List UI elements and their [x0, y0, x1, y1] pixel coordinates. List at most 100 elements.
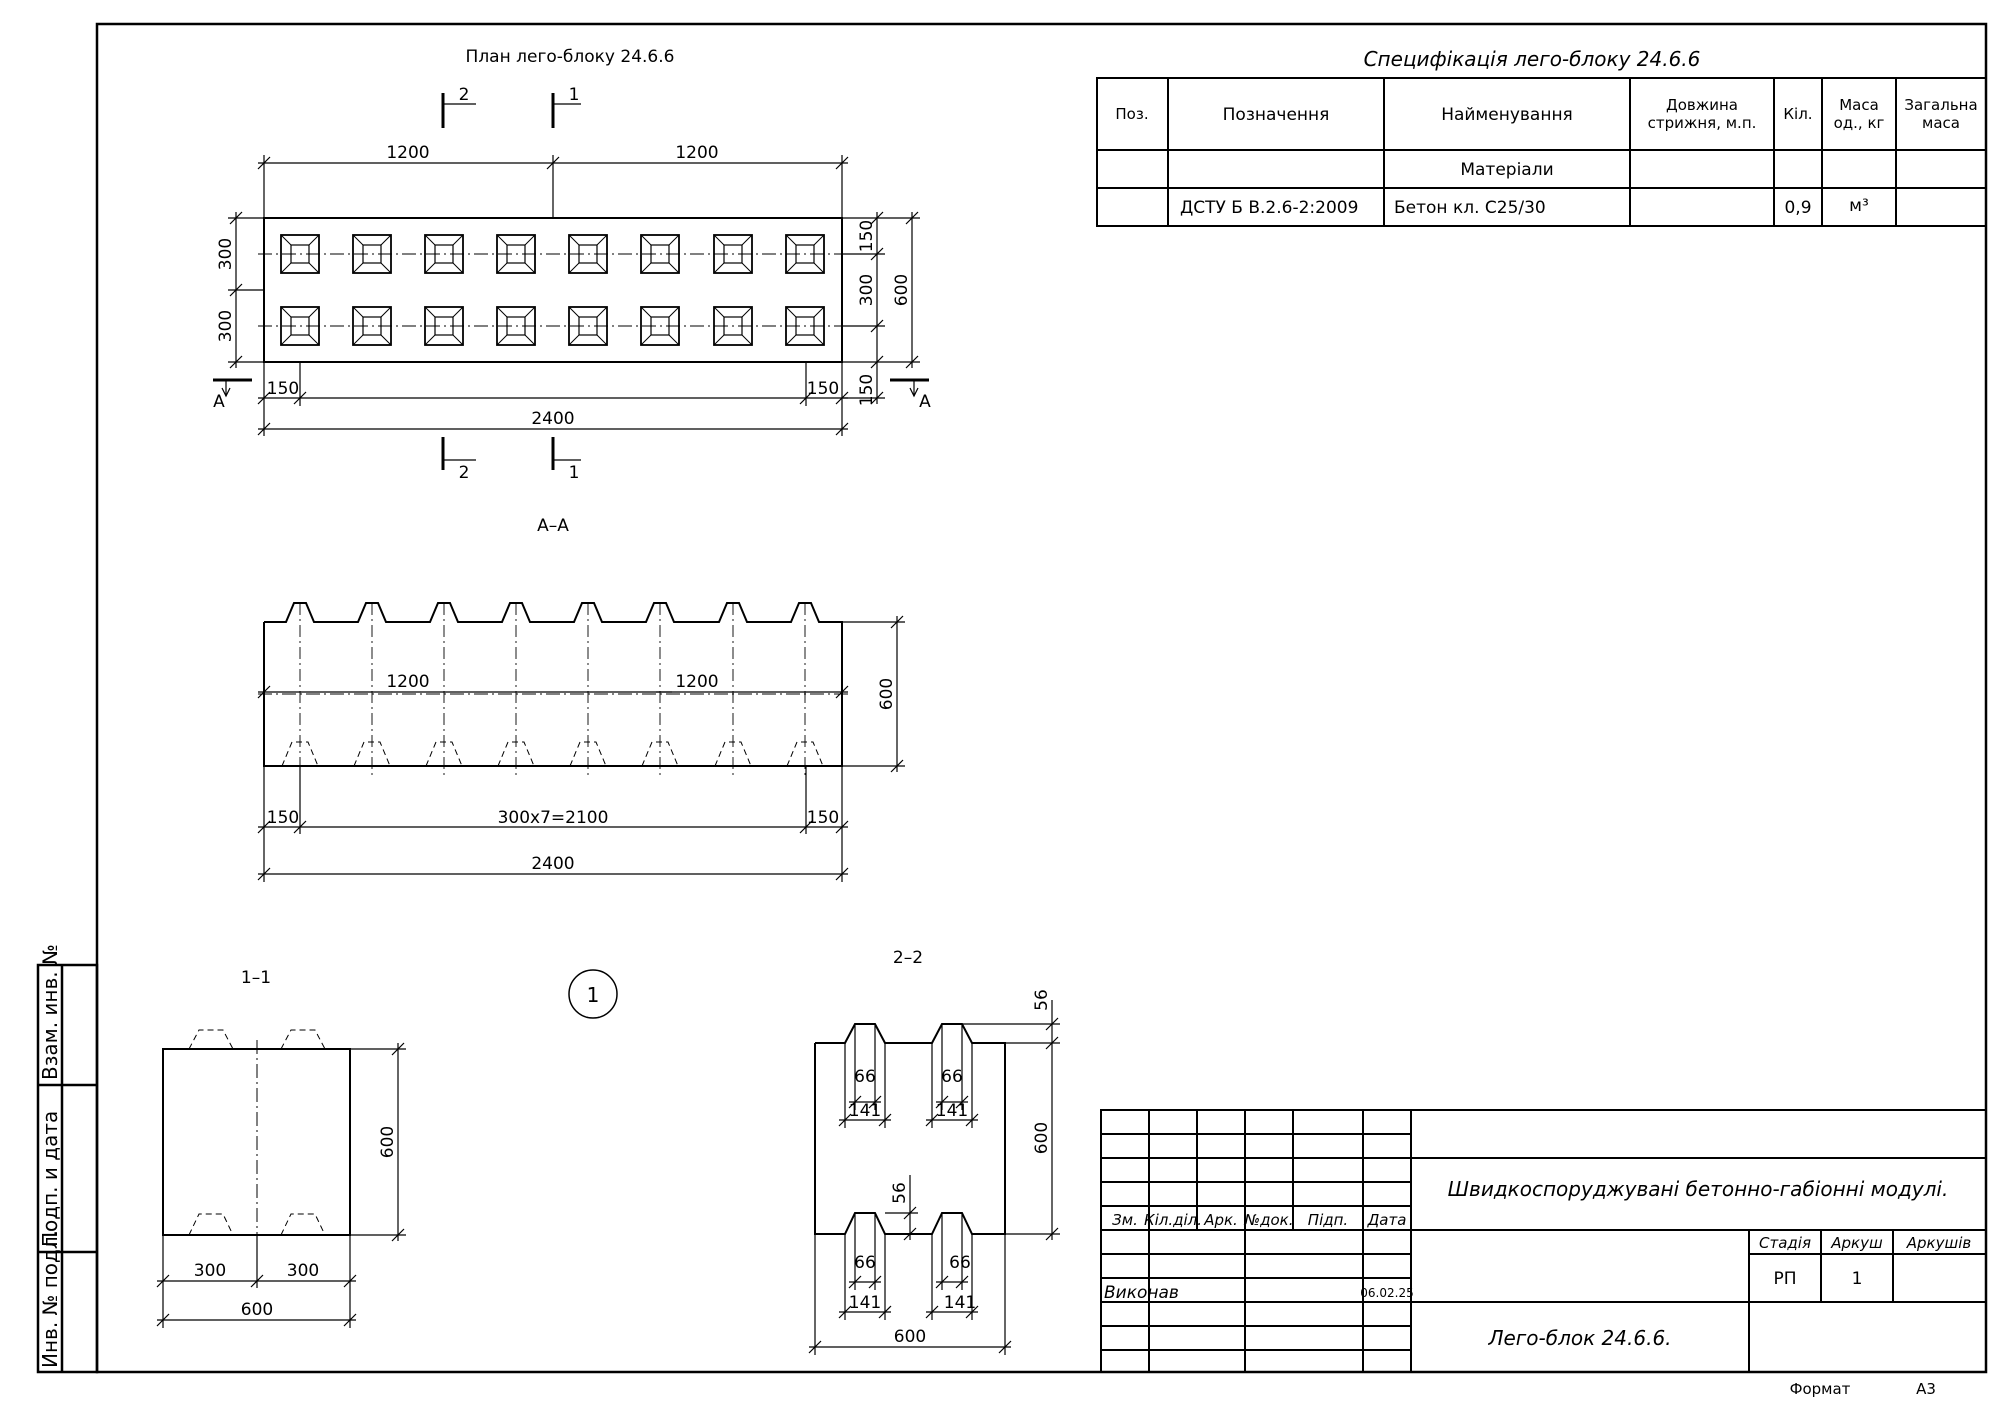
cut-mark-1-top: [551, 93, 581, 128]
spec-header-mass-1: Маса: [1839, 96, 1879, 114]
section-aa-dim-150-left: 150: [267, 808, 299, 828]
title-col-doc: №док.: [1244, 1211, 1294, 1229]
spec-section-label: Матеріали: [1460, 160, 1553, 180]
spec-header-length-2: стрижня, м.п.: [1648, 114, 1757, 132]
section-22-dim-66-c: 66: [854, 1253, 876, 1273]
cut-label-2-top: 2: [459, 85, 470, 105]
cut-label-1-top: 1: [569, 85, 580, 105]
title-col-sign: Підп.: [1308, 1211, 1348, 1229]
format-value: А3: [1916, 1380, 1936, 1398]
spec-header-total-2: маса: [1922, 114, 1960, 132]
section-22-dim-141-b: 141: [936, 1101, 968, 1121]
title-sheet: 1: [1852, 1269, 1863, 1289]
section-22-dim-141-c: 141: [849, 1293, 881, 1313]
section-aa-dim-1200-left: 1200: [386, 672, 429, 692]
section-22-dim-600-h: 600: [894, 1327, 926, 1347]
spec-header-qty: Кіл.: [1783, 105, 1812, 123]
section-aa-dim-600: 600: [877, 678, 897, 710]
spec-row-qty: 0,9: [1784, 198, 1811, 218]
section-aa-dim-1200-right: 1200: [675, 672, 718, 692]
cut-mark-a-left: [213, 378, 252, 398]
plan-stud: [496, 306, 536, 346]
cut-label-1-bottom: 1: [569, 463, 580, 483]
section-aa-dim-2100: 300x7=2100: [498, 808, 609, 828]
plan-stud: [640, 234, 680, 274]
plan-stud: [713, 306, 753, 346]
section-11-dim-600-v: 600: [378, 1126, 398, 1158]
title-col-date: Дата: [1367, 1211, 1407, 1229]
section-22-dim-66-a: 66: [854, 1067, 876, 1087]
plan-stud: [568, 306, 608, 346]
plan-stud: [280, 234, 320, 274]
plan-dim-1200-right: 1200: [675, 143, 718, 163]
spec-table-grid: [1096, 77, 1987, 227]
section-22-dim-66-b: 66: [941, 1067, 963, 1087]
format-label: Формат: [1790, 1380, 1851, 1398]
plan-dim-300-bottom: 300: [216, 310, 236, 342]
title-sheet-header: Аркуш: [1830, 1234, 1883, 1252]
plan-dim-300-top: 300: [216, 238, 236, 270]
section-11-dim-300-right: 300: [287, 1261, 319, 1281]
side-stamp: [36, 963, 99, 1374]
plan-stud: [352, 234, 392, 274]
plan-title: План лего-блоку 24.6.6: [466, 47, 675, 67]
section-22-dim-56-mid: 56: [890, 1182, 910, 1204]
plan-dim-150-r-top: 150: [857, 220, 877, 252]
sheet-frame: [95, 22, 1988, 1374]
side-stamp-inv-replace: Взам. инв. №: [38, 944, 62, 1080]
section-aa-dim-150-right: 150: [807, 808, 839, 828]
cut-mark-1-bottom: [551, 437, 581, 470]
spec-header-name: Найменування: [1441, 105, 1573, 125]
plan-dim-1200-left: 1200: [386, 143, 429, 163]
title-block-grid: [1100, 1109, 1987, 1373]
cut-label-2-bottom: 2: [459, 463, 470, 483]
plan-right-dimension: [842, 211, 920, 405]
spec-header-pos: Поз.: [1115, 105, 1148, 123]
plan-left-dimension: [228, 211, 264, 369]
plan-dim-2400: 2400: [531, 409, 574, 429]
section-11-title: 1–1: [241, 968, 271, 988]
plan-dim-150-r-bottom: 150: [857, 374, 877, 406]
side-stamp-inv-orig: Инв. № подл.: [38, 1230, 62, 1368]
spec-row-unit: м³: [1849, 196, 1869, 216]
section-22-dim-141-a: 141: [849, 1101, 881, 1121]
title-executed: Виконав: [1104, 1283, 1179, 1303]
section-22-dim-66-d: 66: [949, 1253, 971, 1273]
section-22-dim-141-d: 141: [944, 1293, 976, 1313]
plan-stud: [424, 234, 464, 274]
plan-dim-150-right: 150: [807, 379, 839, 399]
section-aa-dimensions: [257, 615, 905, 882]
plan-stud: [568, 234, 608, 274]
plan-stud: [424, 306, 464, 346]
section-11-outline: [162, 1029, 351, 1245]
section-11-dim-300-left: 300: [194, 1261, 226, 1281]
title-stage-header: Стадія: [1759, 1234, 1811, 1252]
cut-mark-2-top: [441, 93, 476, 128]
plan-axis-lines: [258, 253, 848, 327]
plan-studs: [280, 234, 825, 346]
title-project: Швидкоспоруджувані бетонно-габіонні моду…: [1448, 1177, 1949, 1201]
spec-title: Специфікація лего-блоку 24.6.6: [1364, 47, 1701, 71]
spec-header-mass-2: од., кг: [1834, 114, 1885, 132]
cut-label-a-right: A: [919, 392, 931, 412]
section-22-dim-600-v: 600: [1032, 1122, 1052, 1154]
section-aa-outline: [258, 602, 848, 776]
plan-dim-300-r: 300: [857, 274, 877, 306]
section-aa-dim-2400: 2400: [531, 854, 574, 874]
cut-mark-2-bottom: [441, 437, 476, 470]
spec-row-designation: ДСТУ Б В.2.6-2:2009: [1180, 198, 1358, 218]
plan-top-dimension: [257, 155, 849, 218]
title-col-ark: Арк.: [1203, 1211, 1238, 1229]
plan-stud: [496, 234, 536, 274]
section-22-title: 2–2: [893, 948, 923, 968]
section-11-dimensions: [156, 1042, 406, 1328]
view-marker-circle: [568, 969, 618, 1019]
plan-stud: [280, 306, 320, 346]
plan-stud: [352, 306, 392, 346]
plan-stud: [785, 234, 825, 274]
section-22-dimensions: [808, 1000, 1060, 1355]
plan-dim-150-left: 150: [267, 379, 299, 399]
section-aa-title: A–A: [537, 516, 569, 536]
spec-header-total-1: Загальна: [1904, 96, 1977, 114]
